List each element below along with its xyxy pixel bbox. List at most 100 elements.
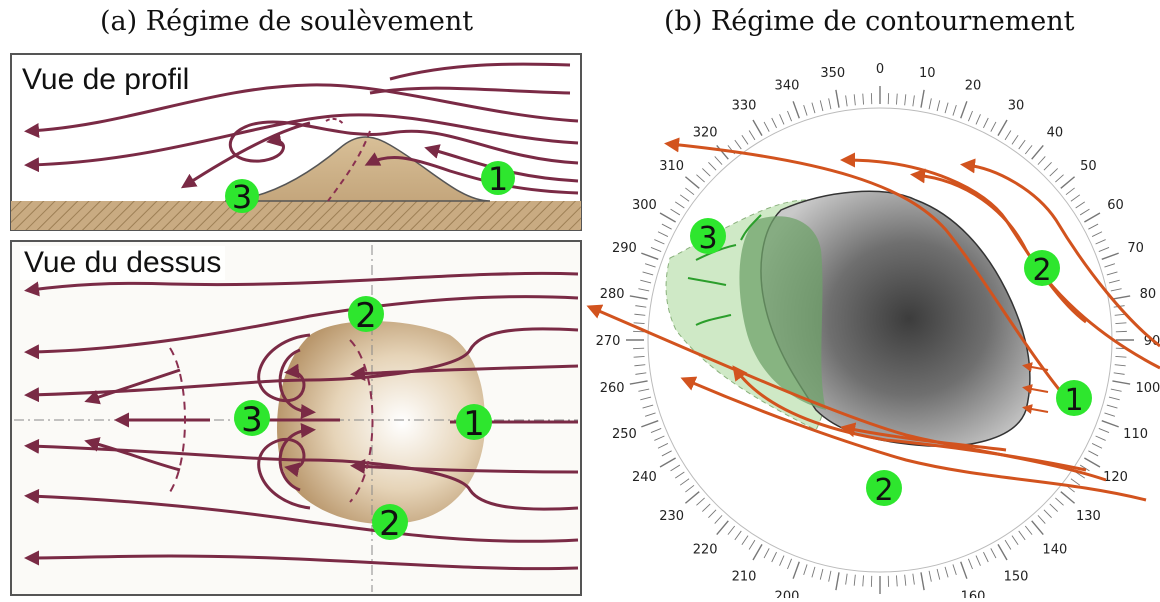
compass-tick bbox=[764, 122, 769, 132]
compass-tick bbox=[1088, 224, 1098, 229]
compass-tick bbox=[836, 90, 839, 108]
compass-degree-label: 10 bbox=[919, 66, 936, 81]
compass-tick bbox=[1071, 195, 1080, 201]
compass-tick bbox=[998, 120, 1007, 136]
compass-tick bbox=[991, 548, 996, 558]
compass-degree-label: 100 bbox=[1135, 381, 1160, 396]
compass-tick bbox=[1104, 413, 1114, 416]
compass-tick bbox=[658, 232, 668, 237]
compass-tick bbox=[1019, 140, 1025, 149]
compass-tick bbox=[675, 472, 684, 478]
compass-tick bbox=[643, 405, 654, 408]
compass-tick bbox=[660, 213, 676, 222]
compass-degree-label: 220 bbox=[693, 542, 718, 557]
compass-tick bbox=[1080, 209, 1089, 215]
compass-tick bbox=[905, 94, 906, 105]
compass-tick bbox=[742, 135, 748, 144]
compass-tick bbox=[1102, 253, 1119, 259]
compass-degree-label: 60 bbox=[1107, 198, 1124, 213]
compass-tick bbox=[1096, 240, 1106, 244]
compass-tick bbox=[780, 114, 784, 124]
compass-tick bbox=[1061, 177, 1075, 189]
compass-degree-label: 350 bbox=[820, 66, 845, 81]
compass-tick bbox=[696, 175, 704, 182]
compass-tick bbox=[921, 90, 924, 108]
compass-tick bbox=[812, 103, 815, 114]
compass-tick bbox=[1092, 443, 1102, 448]
compass-tick bbox=[640, 280, 651, 283]
compass-tick bbox=[645, 413, 655, 416]
compass-degree-label: 290 bbox=[612, 241, 637, 256]
compass-tick bbox=[680, 479, 689, 485]
compass-tick bbox=[1115, 323, 1126, 324]
compass-tick bbox=[641, 421, 658, 427]
compass-tick bbox=[638, 389, 649, 391]
compass-tick bbox=[1115, 365, 1126, 366]
compass-degree-label: 70 bbox=[1127, 241, 1144, 256]
compass-tick bbox=[634, 356, 645, 357]
compass-tick bbox=[829, 98, 831, 109]
compass-degree-label: 230 bbox=[659, 509, 684, 524]
compass-tick bbox=[1012, 536, 1018, 545]
compass-tick bbox=[804, 105, 807, 115]
compass-tick bbox=[685, 485, 694, 492]
compass-tick bbox=[1025, 145, 1032, 154]
compass-tick bbox=[968, 111, 972, 121]
compass-tick bbox=[998, 544, 1007, 560]
compass-tick bbox=[1109, 397, 1120, 400]
marker-2-top-south-label: 2 bbox=[379, 504, 401, 544]
compass-tick bbox=[913, 95, 915, 106]
compass-degree-label: 250 bbox=[612, 427, 637, 442]
compass-tick bbox=[735, 531, 741, 540]
compass-degree-label: 270 bbox=[596, 334, 621, 349]
marker-2-island-south-label: 2 bbox=[874, 473, 893, 508]
compass-degree-label: 130 bbox=[1076, 509, 1101, 524]
compass-tick bbox=[961, 101, 967, 118]
compass-tick bbox=[929, 98, 931, 109]
marker-2-island-east-label: 2 bbox=[1032, 253, 1051, 288]
compass-tick bbox=[641, 253, 658, 259]
compass-tick bbox=[1055, 498, 1063, 505]
compass-degree-label: 240 bbox=[632, 470, 657, 485]
compass-tick bbox=[820, 100, 823, 111]
compass-tick bbox=[812, 567, 815, 578]
compass-tick bbox=[829, 571, 831, 582]
compass-tick bbox=[630, 296, 648, 299]
compass-tick bbox=[1109, 280, 1120, 283]
compass-tick bbox=[1032, 521, 1044, 535]
compass-degree-label: 200 bbox=[775, 590, 800, 598]
compass-tick bbox=[1032, 145, 1044, 159]
compass-tick bbox=[1055, 175, 1063, 182]
compass-tick bbox=[1112, 296, 1130, 299]
compass-tick bbox=[660, 458, 676, 467]
marker-1-profile-label: 1 bbox=[488, 160, 508, 198]
compass-tick bbox=[1114, 373, 1125, 375]
compass-tick bbox=[1092, 232, 1102, 237]
compass-tick bbox=[654, 436, 664, 440]
compass-tick bbox=[764, 548, 769, 558]
compass-degree-label: 50 bbox=[1080, 159, 1097, 174]
compass-tick bbox=[735, 140, 741, 149]
compass-tick bbox=[1025, 526, 1032, 535]
compass-tick bbox=[854, 575, 855, 586]
compass-tick bbox=[1096, 436, 1106, 440]
compass-degree-label: 160 bbox=[961, 590, 986, 598]
compass-degree-label: 20 bbox=[965, 78, 982, 93]
compass-degree-label: 110 bbox=[1123, 427, 1148, 442]
compass-tick bbox=[651, 428, 661, 432]
compass-tick bbox=[1111, 289, 1122, 291]
profile-view-panel: 3 1 Vue de profil bbox=[10, 53, 582, 231]
compass-tick bbox=[921, 572, 924, 590]
compass-tick bbox=[634, 323, 645, 324]
compass-tick bbox=[793, 562, 799, 579]
compass-tick bbox=[1107, 272, 1118, 275]
compass-tick bbox=[820, 569, 823, 580]
marker-3-profile-label: 3 bbox=[232, 178, 252, 216]
compass-tick bbox=[702, 168, 710, 176]
compass-tick bbox=[1061, 492, 1075, 504]
compass-tick bbox=[717, 145, 729, 159]
compass-degree-label: 320 bbox=[693, 126, 718, 141]
compass-tick bbox=[1050, 168, 1058, 176]
compass-tick bbox=[696, 498, 704, 505]
